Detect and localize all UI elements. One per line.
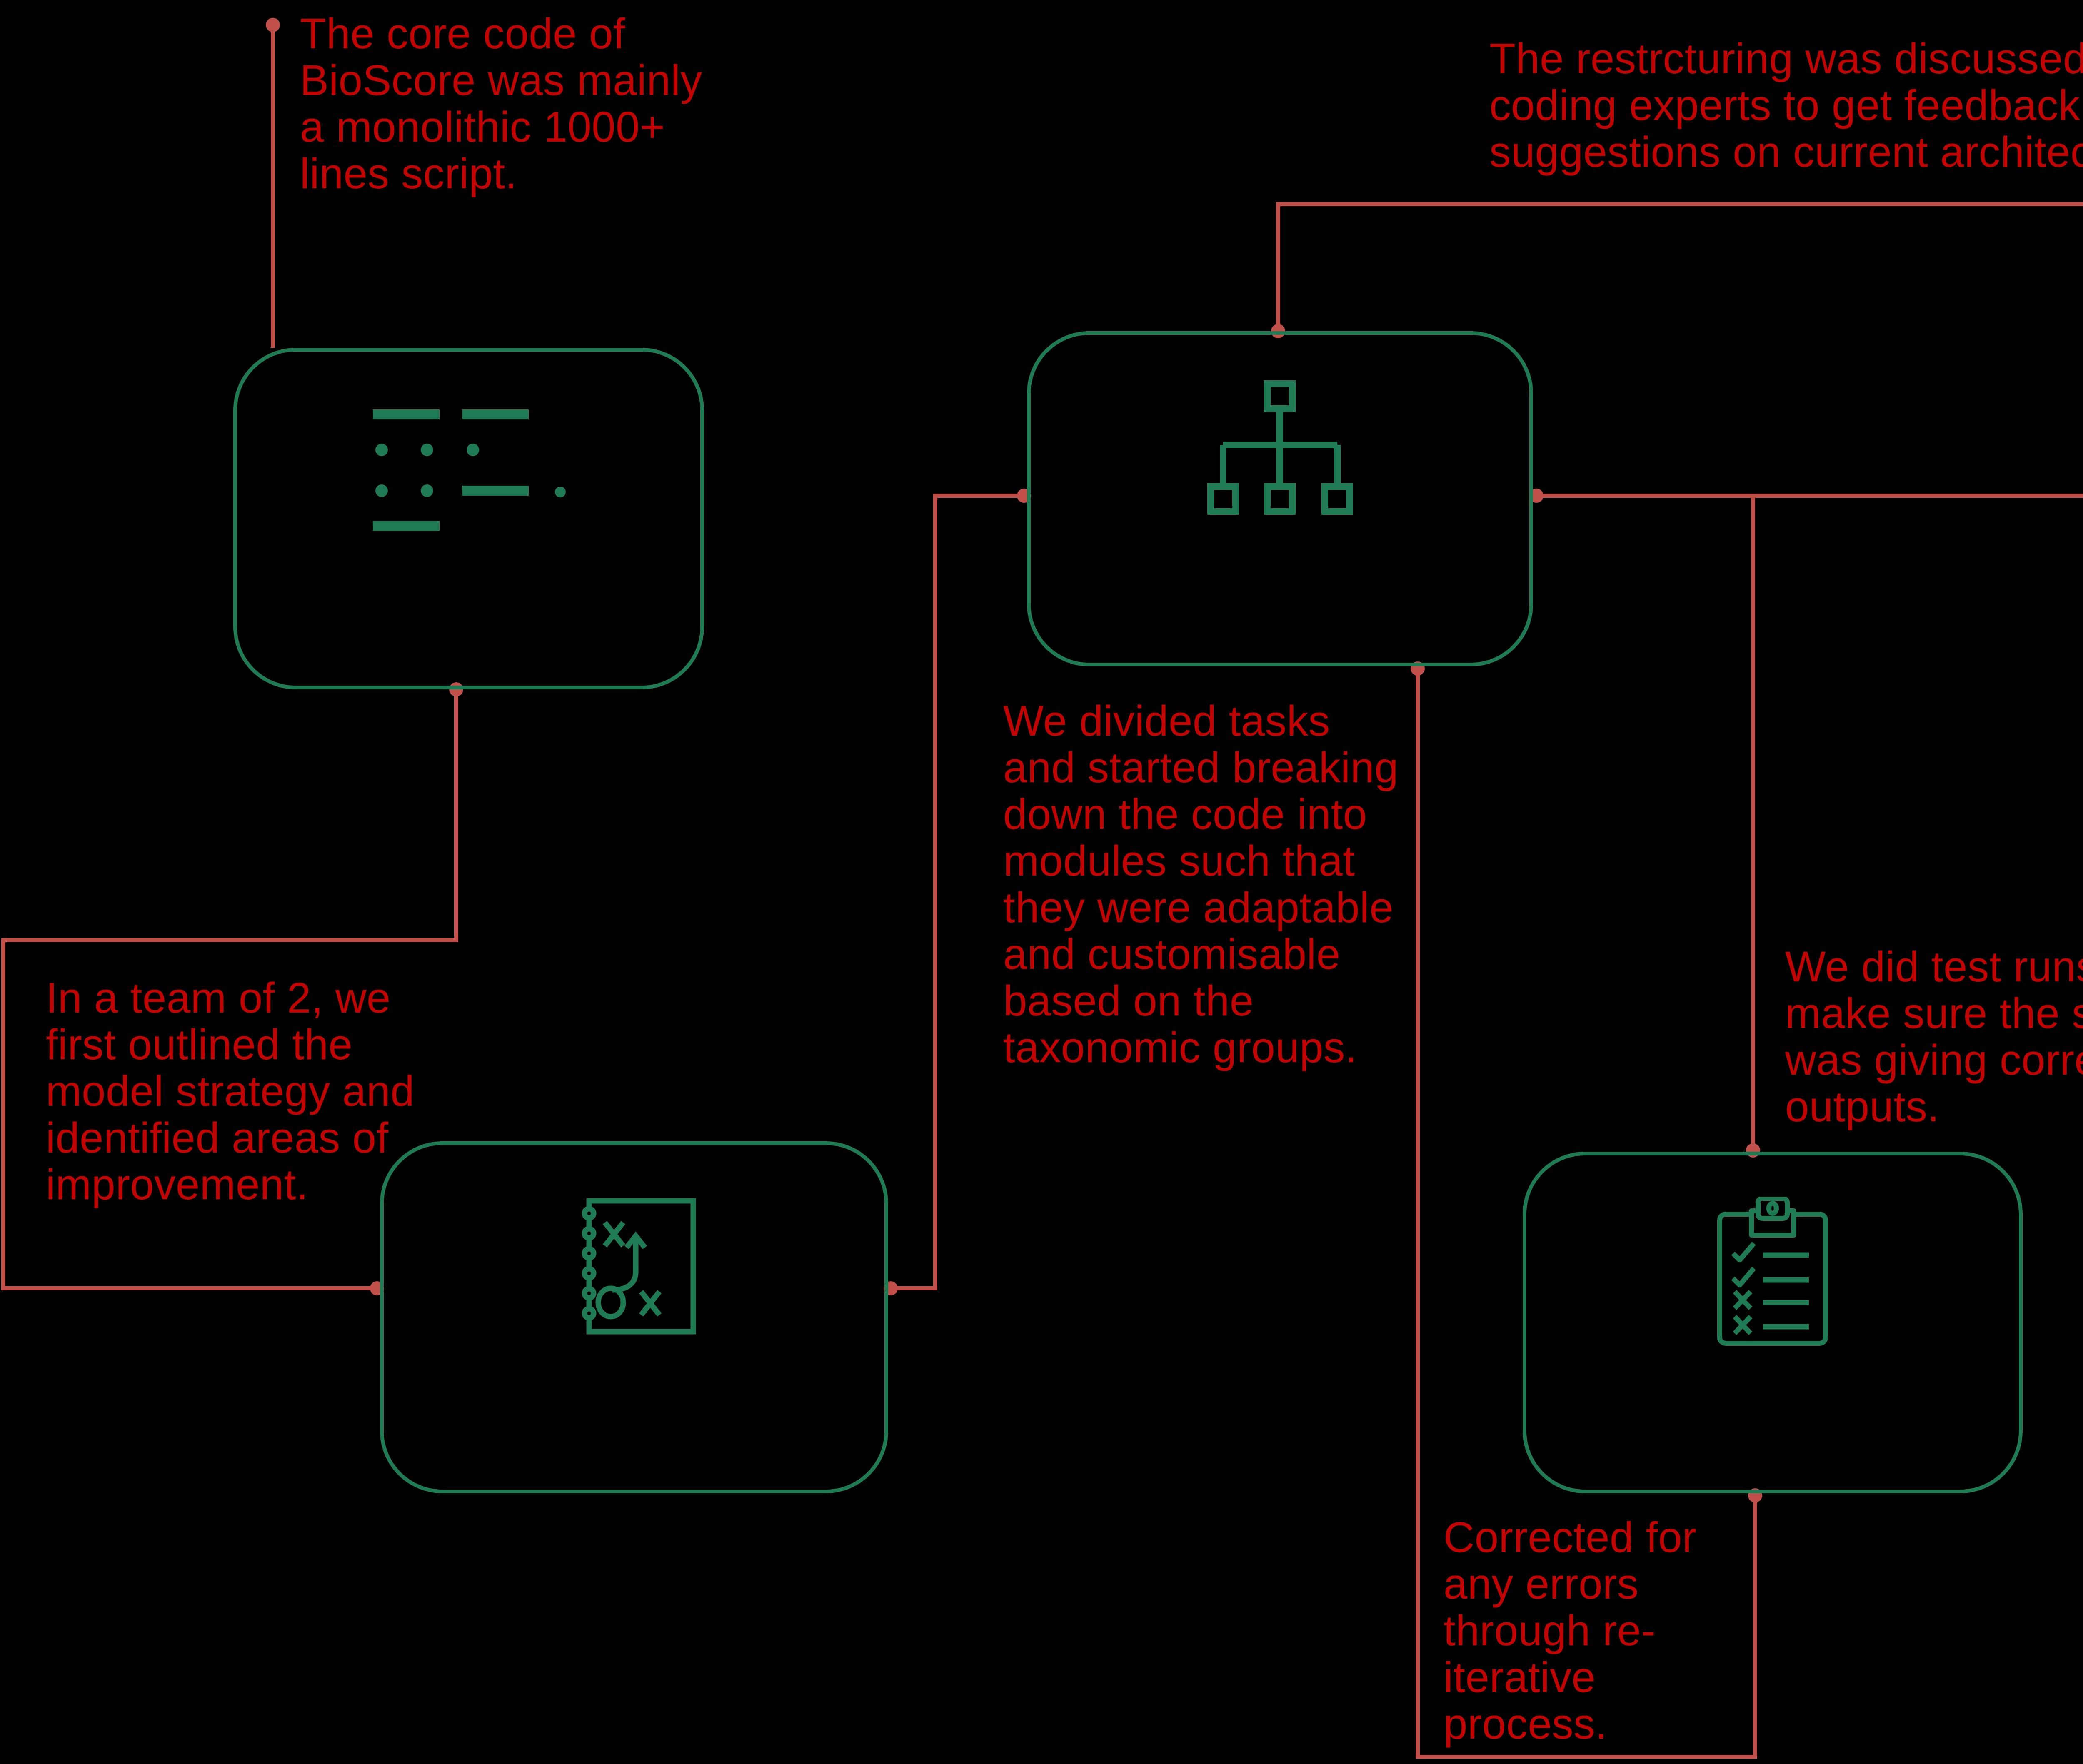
- annotation-team-of-2: In a team of 2, we first outlined the mo…: [46, 974, 415, 1208]
- step-box-modular-breakdown: [1027, 331, 1533, 666]
- step-box-strategy-planning: [380, 1141, 888, 1493]
- annotation-test-runs: We did test runs to make sure the script…: [1785, 943, 2083, 1130]
- annotation-restructuring: The restrcturing was discussed with codi…: [1489, 35, 2083, 176]
- connector-box2-to-clipboard-bottom: [1416, 669, 1757, 1759]
- annotation-core-code: The core code of BioScore was mainly a m…: [300, 10, 702, 197]
- annotation-divided-tasks: We divided tasks and started breaking do…: [1003, 697, 1399, 1071]
- step-box-testing-checklist: [1523, 1152, 2023, 1493]
- code-lines-icon: [372, 409, 566, 531]
- connector-strategy-to-box2: [891, 494, 1024, 1290]
- connector-box1-to-strategy: [1, 689, 458, 1290]
- connector-dot: [266, 18, 280, 32]
- connector-box2-to-box3-top: [1276, 202, 2083, 331]
- checklist-clipboard-icon: [1717, 1195, 1828, 1346]
- strategy-playbook-icon: [582, 1198, 696, 1335]
- annotation-corrected: Corrected for any errors through re- ite…: [1444, 1513, 1697, 1748]
- hierarchy-icon: [1207, 380, 1353, 515]
- step-box-monolithic-code: [233, 348, 704, 689]
